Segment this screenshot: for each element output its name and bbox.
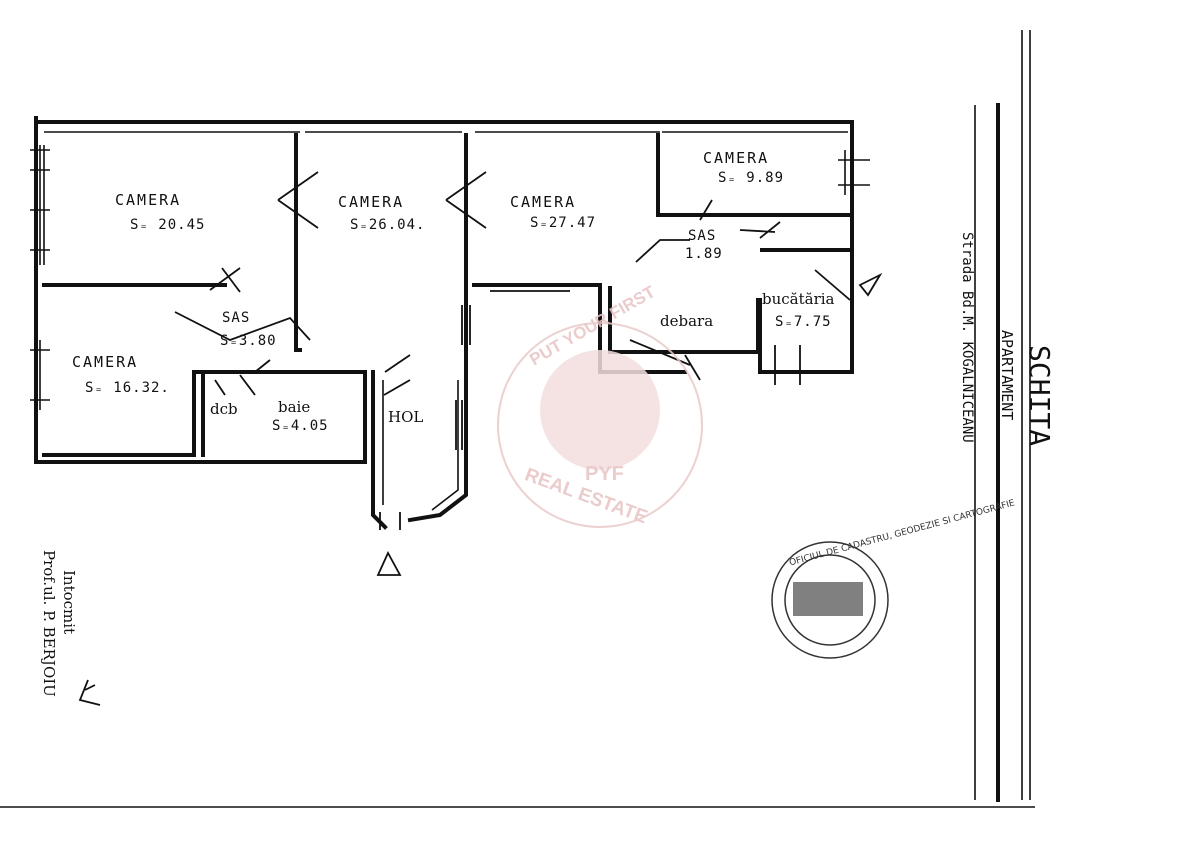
engineer-name: Prof.ul. P. BERJOIU (40, 550, 58, 697)
room-name: dcb (210, 400, 238, 418)
outer-walls (0, 30, 1035, 808)
cadastre-stamp: OFICIUL DE CADASTRU, GEODEZIE SI CARTOGR… (771, 498, 1016, 659)
room-name: baie (278, 398, 310, 416)
room-name: debara (660, 312, 713, 330)
watermark-center: PYF (585, 463, 624, 485)
room-name: bucătăria (762, 290, 835, 308)
room-name: CAMERA (338, 193, 404, 211)
room-name: HOL (388, 408, 423, 426)
drawn-by: Intocmit (60, 570, 78, 634)
room-name: CAMERA (510, 193, 576, 211)
room-area: S₌ 16.32. (85, 380, 170, 396)
room-area: 1.89 (685, 246, 723, 262)
signature (78, 679, 101, 706)
street-name: Strada Bd.M. KOGALNICEANU (959, 232, 975, 443)
room-labels: CAMERA S₌ 20.45 CAMERA S₌26.04. CAMERA S… (72, 149, 835, 434)
room-name: CAMERA (115, 191, 181, 209)
room-area: S₌4.05 (272, 418, 329, 434)
author-block: Intocmit Prof.ul. P. BERJOIU (40, 550, 101, 706)
room-area: S₌7.75 (775, 314, 832, 330)
sheet-subtitle: APARTAMENT (998, 330, 1016, 420)
room-name: SAS (688, 228, 716, 244)
sheet-title: SCHITA (1023, 345, 1056, 446)
room-area: S₌ 9.89 (718, 170, 784, 186)
stamp-text: OFICIUL DE CADASTRU, GEODEZIE SI CARTOGR… (788, 498, 1016, 568)
room-area: S₌ 20.45 (130, 217, 205, 233)
room-area: S₌26.04. (350, 217, 425, 233)
side-titles: SCHITA APARTAMENT Strada Bd.M. KOGALNICE… (959, 232, 1056, 446)
room-name: CAMERA (72, 353, 138, 371)
room-area: S₌27.47 (530, 215, 596, 231)
room-area: S₌3.80 (220, 333, 277, 349)
room-name: CAMERA (703, 149, 769, 167)
room-name: SAS (222, 310, 250, 326)
